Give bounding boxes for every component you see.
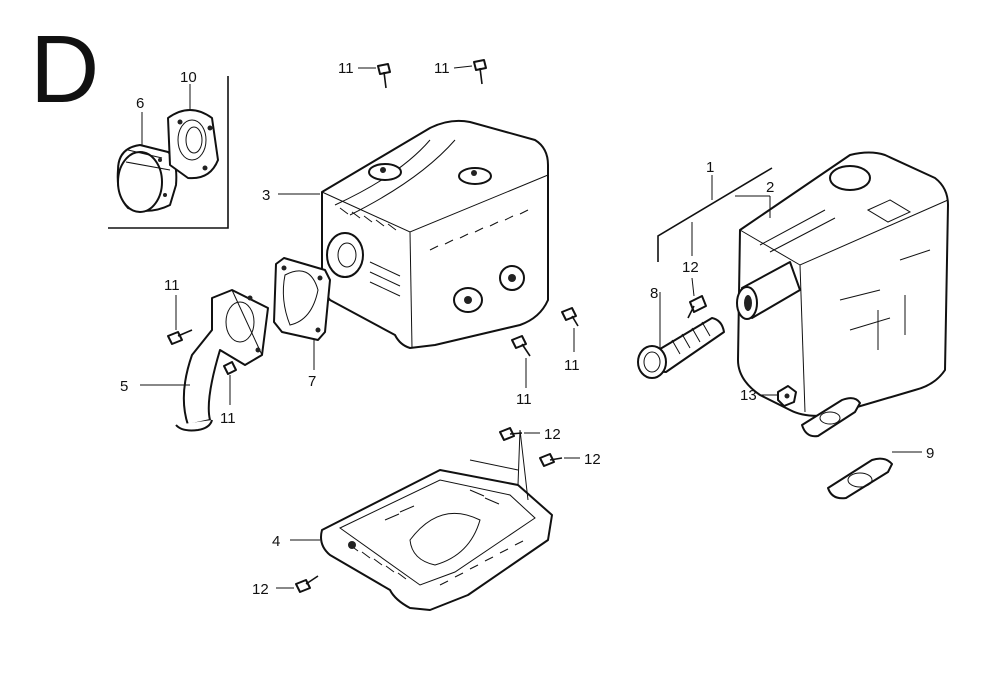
callout-5: 5 [120, 378, 128, 395]
section-letter: D [30, 16, 100, 123]
callout-12-pipe-upper: 11 [164, 277, 180, 294]
part-3-upper-protector [321, 119, 549, 349]
group-bracket-6-10 [108, 76, 229, 229]
callout-1: 1 [706, 159, 714, 176]
part-2-muffler [736, 151, 949, 417]
bolt-12-assembly [687, 295, 707, 319]
callout-9: 9 [926, 445, 934, 462]
bolt-11-side-right [561, 307, 579, 327]
bolt-12-pipe-lower [223, 361, 237, 375]
bolt-12-bottom-upper [499, 427, 523, 441]
muffler-outlet-pipe [736, 261, 801, 320]
callout-12-bottom-right: 12 [584, 451, 601, 468]
part-8-spark-arrester [637, 317, 725, 379]
callout-12-bottom-left: 12 [252, 581, 269, 598]
part-6-exhaust-cap [116, 144, 178, 213]
part-7-gasket [273, 257, 331, 341]
bolt-12-bottom-left [295, 575, 319, 593]
callout-3: 3 [262, 187, 270, 204]
bolt-11-top-left [377, 63, 391, 89]
callout-12-bottom-upper: 12 [544, 426, 561, 443]
callout-11-top-right: 11 [434, 60, 450, 77]
callout-11-side-left: 11 [516, 391, 532, 408]
part-13-nut [777, 385, 797, 407]
callout-7: 7 [308, 373, 316, 390]
callout-8: 8 [650, 285, 658, 302]
callout-11-top-left: 11 [338, 60, 354, 77]
part-10-flange [167, 109, 219, 180]
part-4-bottom-protector [320, 429, 553, 611]
callout-12-assembly: 12 [682, 259, 699, 276]
protector-vent-slots [339, 207, 529, 251]
callout-6: 6 [136, 95, 144, 112]
bolt-11-side-left [511, 335, 531, 357]
bolt-12-pipe-upper [167, 329, 193, 345]
group-bracket-1 [657, 167, 773, 262]
part-5-exhaust-pipe [175, 289, 269, 432]
gasket-upper [801, 397, 861, 438]
callout-11-side-right: 11 [564, 357, 580, 374]
part-9-gasket [827, 457, 893, 500]
callout-2: 2 [766, 179, 774, 196]
callout-10: 10 [180, 69, 197, 86]
bolt-11-top-right [473, 59, 487, 85]
callout-12-pipe-lower: 11 [220, 410, 236, 427]
bolt-12-bottom-right [539, 453, 563, 467]
callout-13: 13 [740, 387, 757, 404]
callout-4: 4 [272, 533, 280, 550]
